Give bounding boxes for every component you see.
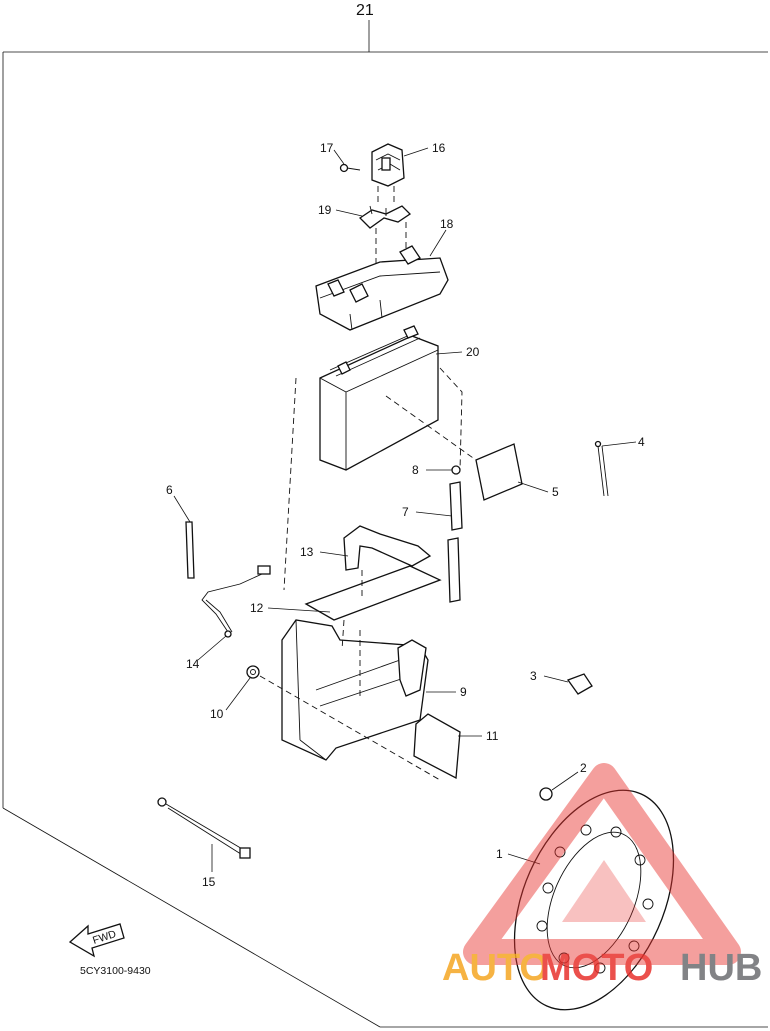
assembly-frame <box>2 20 768 1028</box>
part-brake-disc <box>513 789 675 1011</box>
callout-14: 14 <box>186 657 200 671</box>
callout-1: 1 <box>496 847 503 861</box>
part-lead-wire <box>201 565 271 638</box>
part-disc-bolt <box>539 787 553 801</box>
callout-13: 13 <box>300 545 314 559</box>
callout-20: 20 <box>466 345 480 359</box>
callout-7: 7 <box>402 505 409 519</box>
part-battery-holder <box>315 245 449 331</box>
watermark-text-auto: AUTO <box>442 947 549 989</box>
watermark-text-hub: HUB <box>680 947 762 989</box>
part-cable <box>157 797 251 859</box>
part-holder-sheet <box>304 565 442 621</box>
part-rubber-sheet <box>475 443 523 501</box>
callout-19: 19 <box>318 203 332 217</box>
part-fuse-cover <box>371 143 405 187</box>
leader-lines <box>173 147 637 872</box>
callout-11: 11 <box>486 729 499 743</box>
callout-9: 9 <box>460 685 467 699</box>
callout-12: 12 <box>250 601 264 615</box>
callout-4: 4 <box>638 435 645 449</box>
part-fuse-bracket <box>358 205 412 229</box>
drawing-code: 5CY3100-9430 <box>80 965 151 977</box>
part-small-screw <box>339 163 361 173</box>
callout-labels: 1 2 3 4 5 6 7 8 9 10 11 12 13 14 15 16 1… <box>166 141 645 889</box>
part-breather-tube <box>447 481 463 603</box>
part-collar <box>451 465 461 475</box>
callout-17: 17 <box>320 141 334 155</box>
assembly-guide-lines <box>259 186 477 781</box>
part-rod <box>185 521 195 579</box>
watermark-text-moto: MOTO <box>540 947 653 989</box>
callout-6: 6 <box>166 483 173 497</box>
part-pin <box>594 440 609 497</box>
callout-16: 16 <box>432 141 446 155</box>
assembly-number: 21 <box>356 2 374 19</box>
callout-10: 10 <box>210 707 224 721</box>
part-bolt <box>246 665 260 679</box>
fwd-arrow-icon: FWD <box>68 923 125 958</box>
callout-18: 18 <box>440 217 454 231</box>
part-plate <box>413 713 461 780</box>
callout-2: 2 <box>580 761 587 775</box>
callout-8: 8 <box>412 463 419 477</box>
watermark-logo: AUTO MOTO HUB <box>442 763 762 989</box>
part-battery-case <box>281 619 429 761</box>
callout-5: 5 <box>552 485 559 499</box>
part-battery <box>319 325 439 471</box>
part-clip <box>566 673 593 695</box>
part-battery-band <box>343 525 432 571</box>
callout-3: 3 <box>530 669 537 683</box>
callout-15: 15 <box>202 875 216 889</box>
